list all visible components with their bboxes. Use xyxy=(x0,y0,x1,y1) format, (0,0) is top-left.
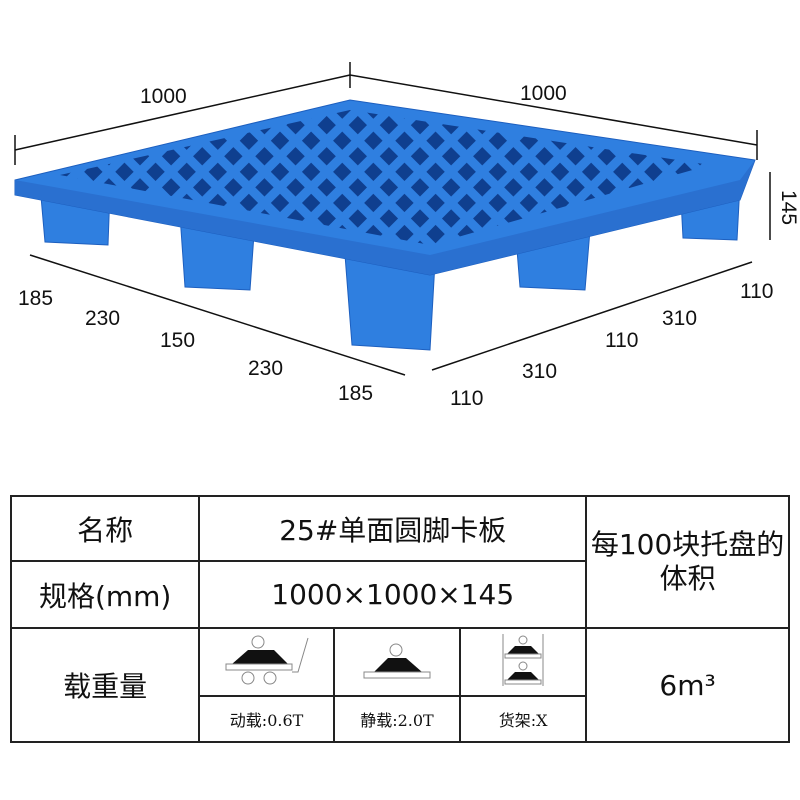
load-label: 载重量 xyxy=(9,627,201,743)
dynamic-load-icon xyxy=(198,627,335,697)
dim-side-1: 110 xyxy=(450,387,483,410)
dim-front-1: 185 xyxy=(18,287,53,310)
spec-table: 名称 25#单面圆脚卡板 每100块托盘的体积 规格(mm) 1000×1000… xyxy=(9,495,790,743)
dim-top-right: 1000 xyxy=(520,82,567,105)
dim-top-left: 1000 xyxy=(140,85,187,108)
dim-front-4: 230 xyxy=(248,357,283,380)
dim-height: 145 xyxy=(777,190,800,225)
volume-value: 6m³ xyxy=(585,627,790,743)
dim-side-5: 110 xyxy=(740,280,773,303)
rack-load-value: 货架:X xyxy=(459,695,588,743)
name-value: 25#单面圆脚卡板 xyxy=(198,495,588,562)
rack-load-icon xyxy=(459,627,588,697)
dim-front-3: 150 xyxy=(160,329,195,352)
dim-front-2: 230 xyxy=(85,307,120,330)
dim-side-4: 310 xyxy=(662,307,697,330)
static-load-icon xyxy=(332,627,462,697)
spec-label: 规格(mm) xyxy=(9,560,201,629)
spec-value: 1000×1000×145 xyxy=(198,560,588,629)
dim-side-3: 110 xyxy=(605,329,638,352)
pallet-illustration: 1000 1000 145 185 230 150 230 185 110 31… xyxy=(14,62,800,410)
pallet-deck xyxy=(14,99,756,276)
dynamic-load-value: 动载:0.6T xyxy=(198,695,335,743)
static-load-value: 静载:2.0T xyxy=(332,695,462,743)
name-label: 名称 xyxy=(9,495,201,562)
volume-label: 每100块托盘的体积 xyxy=(585,495,790,629)
dim-side-2: 310 xyxy=(522,360,557,383)
dim-front-5: 185 xyxy=(338,382,373,405)
